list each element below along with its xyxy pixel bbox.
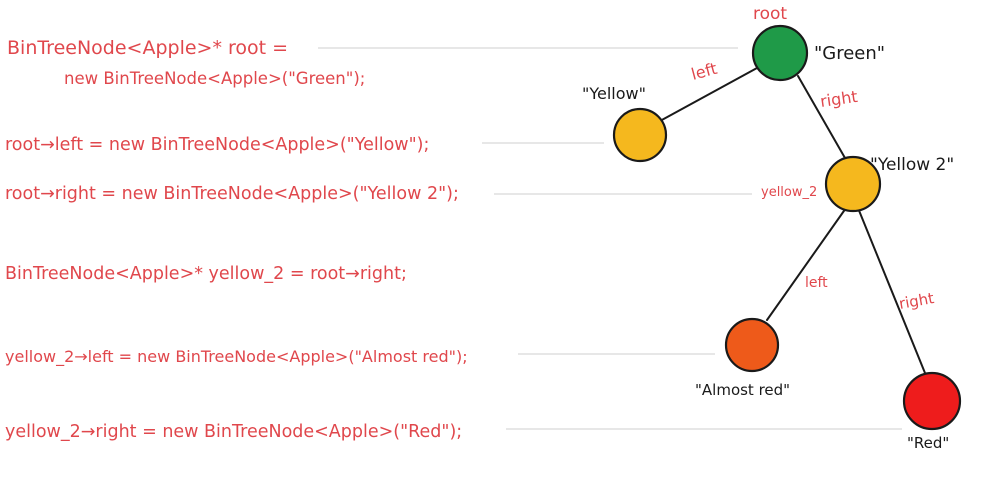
root-label: root: [753, 4, 787, 24]
node-yellow-name: "Yellow": [582, 84, 646, 103]
edge-yellow2-right: [857, 207, 926, 374]
node-red-name: "Red": [907, 434, 949, 452]
pointer-label-yellow2: yellow_2: [761, 185, 817, 200]
code-line-yellow2-decl: BinTreeNode<Apple>* yellow_2 = root→righ…: [5, 264, 407, 284]
edge-label-y2-right: right: [898, 289, 936, 313]
node-yellow: [612, 107, 668, 163]
node-green: [751, 24, 809, 82]
node-almost-red: [724, 317, 780, 373]
node-almost-red-name: "Almost red": [695, 381, 790, 399]
code-line-root-right: root→right = new BinTreeNode<Apple>("Yel…: [5, 184, 459, 204]
code-line-yellow2-right: yellow_2→right = new BinTreeNode<Apple>(…: [5, 422, 462, 442]
node-yellow-2: [824, 155, 882, 213]
edge-label-y2-left: left: [805, 275, 828, 291]
code-line-root-decl: BinTreeNode<Apple>* root =: [7, 37, 288, 59]
node-red: [902, 371, 962, 431]
edge-yellow2-left: [766, 207, 847, 321]
edge-label-root-right: right: [819, 87, 859, 111]
edge-label-root-left: left: [689, 59, 719, 84]
code-line-root-left: root→left = new BinTreeNode<Apple>("Yell…: [5, 135, 429, 155]
code-line-root-new: new BinTreeNode<Apple>("Green");: [64, 69, 365, 88]
node-green-name: "Green": [814, 43, 885, 64]
edge-root-right: [797, 75, 846, 159]
code-line-yellow2-left: yellow_2→left = new BinTreeNode<Apple>("…: [5, 347, 468, 367]
edge-root-left: [659, 67, 758, 122]
node-yellow2-name: "Yellow 2": [870, 155, 954, 175]
